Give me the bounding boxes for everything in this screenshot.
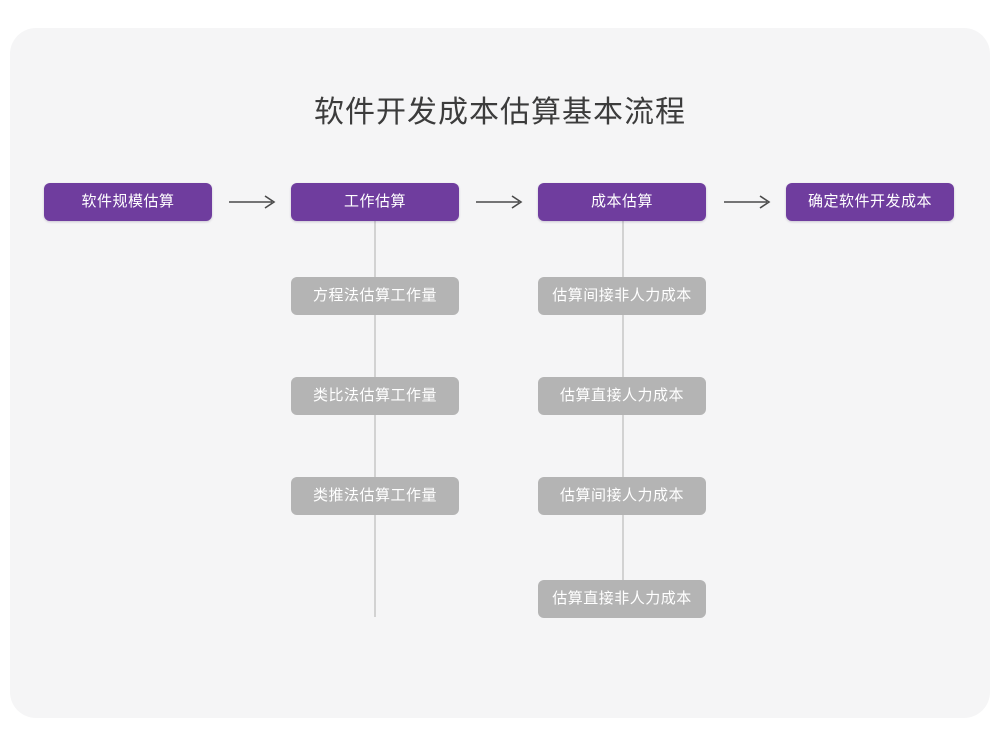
- stage-3-child-4-label: 估算直接非人力成本: [552, 590, 692, 607]
- stage-2-child-3-label: 类推法估算工作量: [312, 487, 437, 504]
- stage-3-child-2-label: 估算直接人力成本: [559, 387, 684, 404]
- arrow-right-icon-1: [224, 189, 284, 215]
- page-title: 软件开发成本估算基本流程: [314, 96, 686, 129]
- stage-3-child-1-label: 估算间接非人力成本: [552, 287, 692, 304]
- stage-3-node[interactable]: 成本估算: [538, 183, 706, 221]
- stage-2-child-1-label: 方程法估算工作量: [312, 287, 437, 304]
- stage-3-child-2-node[interactable]: 估算直接人力成本: [538, 377, 706, 415]
- stage-3-child-3-node[interactable]: 估算间接人力成本: [538, 477, 706, 515]
- connector-line-stage-2: [374, 219, 376, 617]
- stage-3-label: 成本估算: [590, 193, 653, 210]
- stage-2-label: 工作估算: [343, 193, 406, 210]
- connector-line-stage-3: [622, 219, 624, 617]
- stage-3-child-3-label: 估算间接人力成本: [559, 487, 684, 504]
- arrow-right-icon-2: [471, 189, 531, 215]
- diagram-card: [10, 28, 990, 718]
- stage-4-label: 确定软件开发成本: [807, 193, 932, 210]
- stage-3-child-1-node[interactable]: 估算间接非人力成本: [538, 277, 706, 315]
- arrow-right-icon-3: [719, 189, 779, 215]
- stage-2-node[interactable]: 工作估算: [291, 183, 459, 221]
- stage-2-child-3-node[interactable]: 类推法估算工作量: [291, 477, 459, 515]
- stage-4-node[interactable]: 确定软件开发成本: [786, 183, 954, 221]
- stage-2-child-2-label: 类比法估算工作量: [312, 387, 437, 404]
- stage-3-child-4-node[interactable]: 估算直接非人力成本: [538, 580, 706, 618]
- stage-1-node[interactable]: 软件规模估算: [44, 183, 212, 221]
- stage-2-child-2-node[interactable]: 类比法估算工作量: [291, 377, 459, 415]
- stage-2-child-1-node[interactable]: 方程法估算工作量: [291, 277, 459, 315]
- stage-1-label: 软件规模估算: [81, 193, 175, 210]
